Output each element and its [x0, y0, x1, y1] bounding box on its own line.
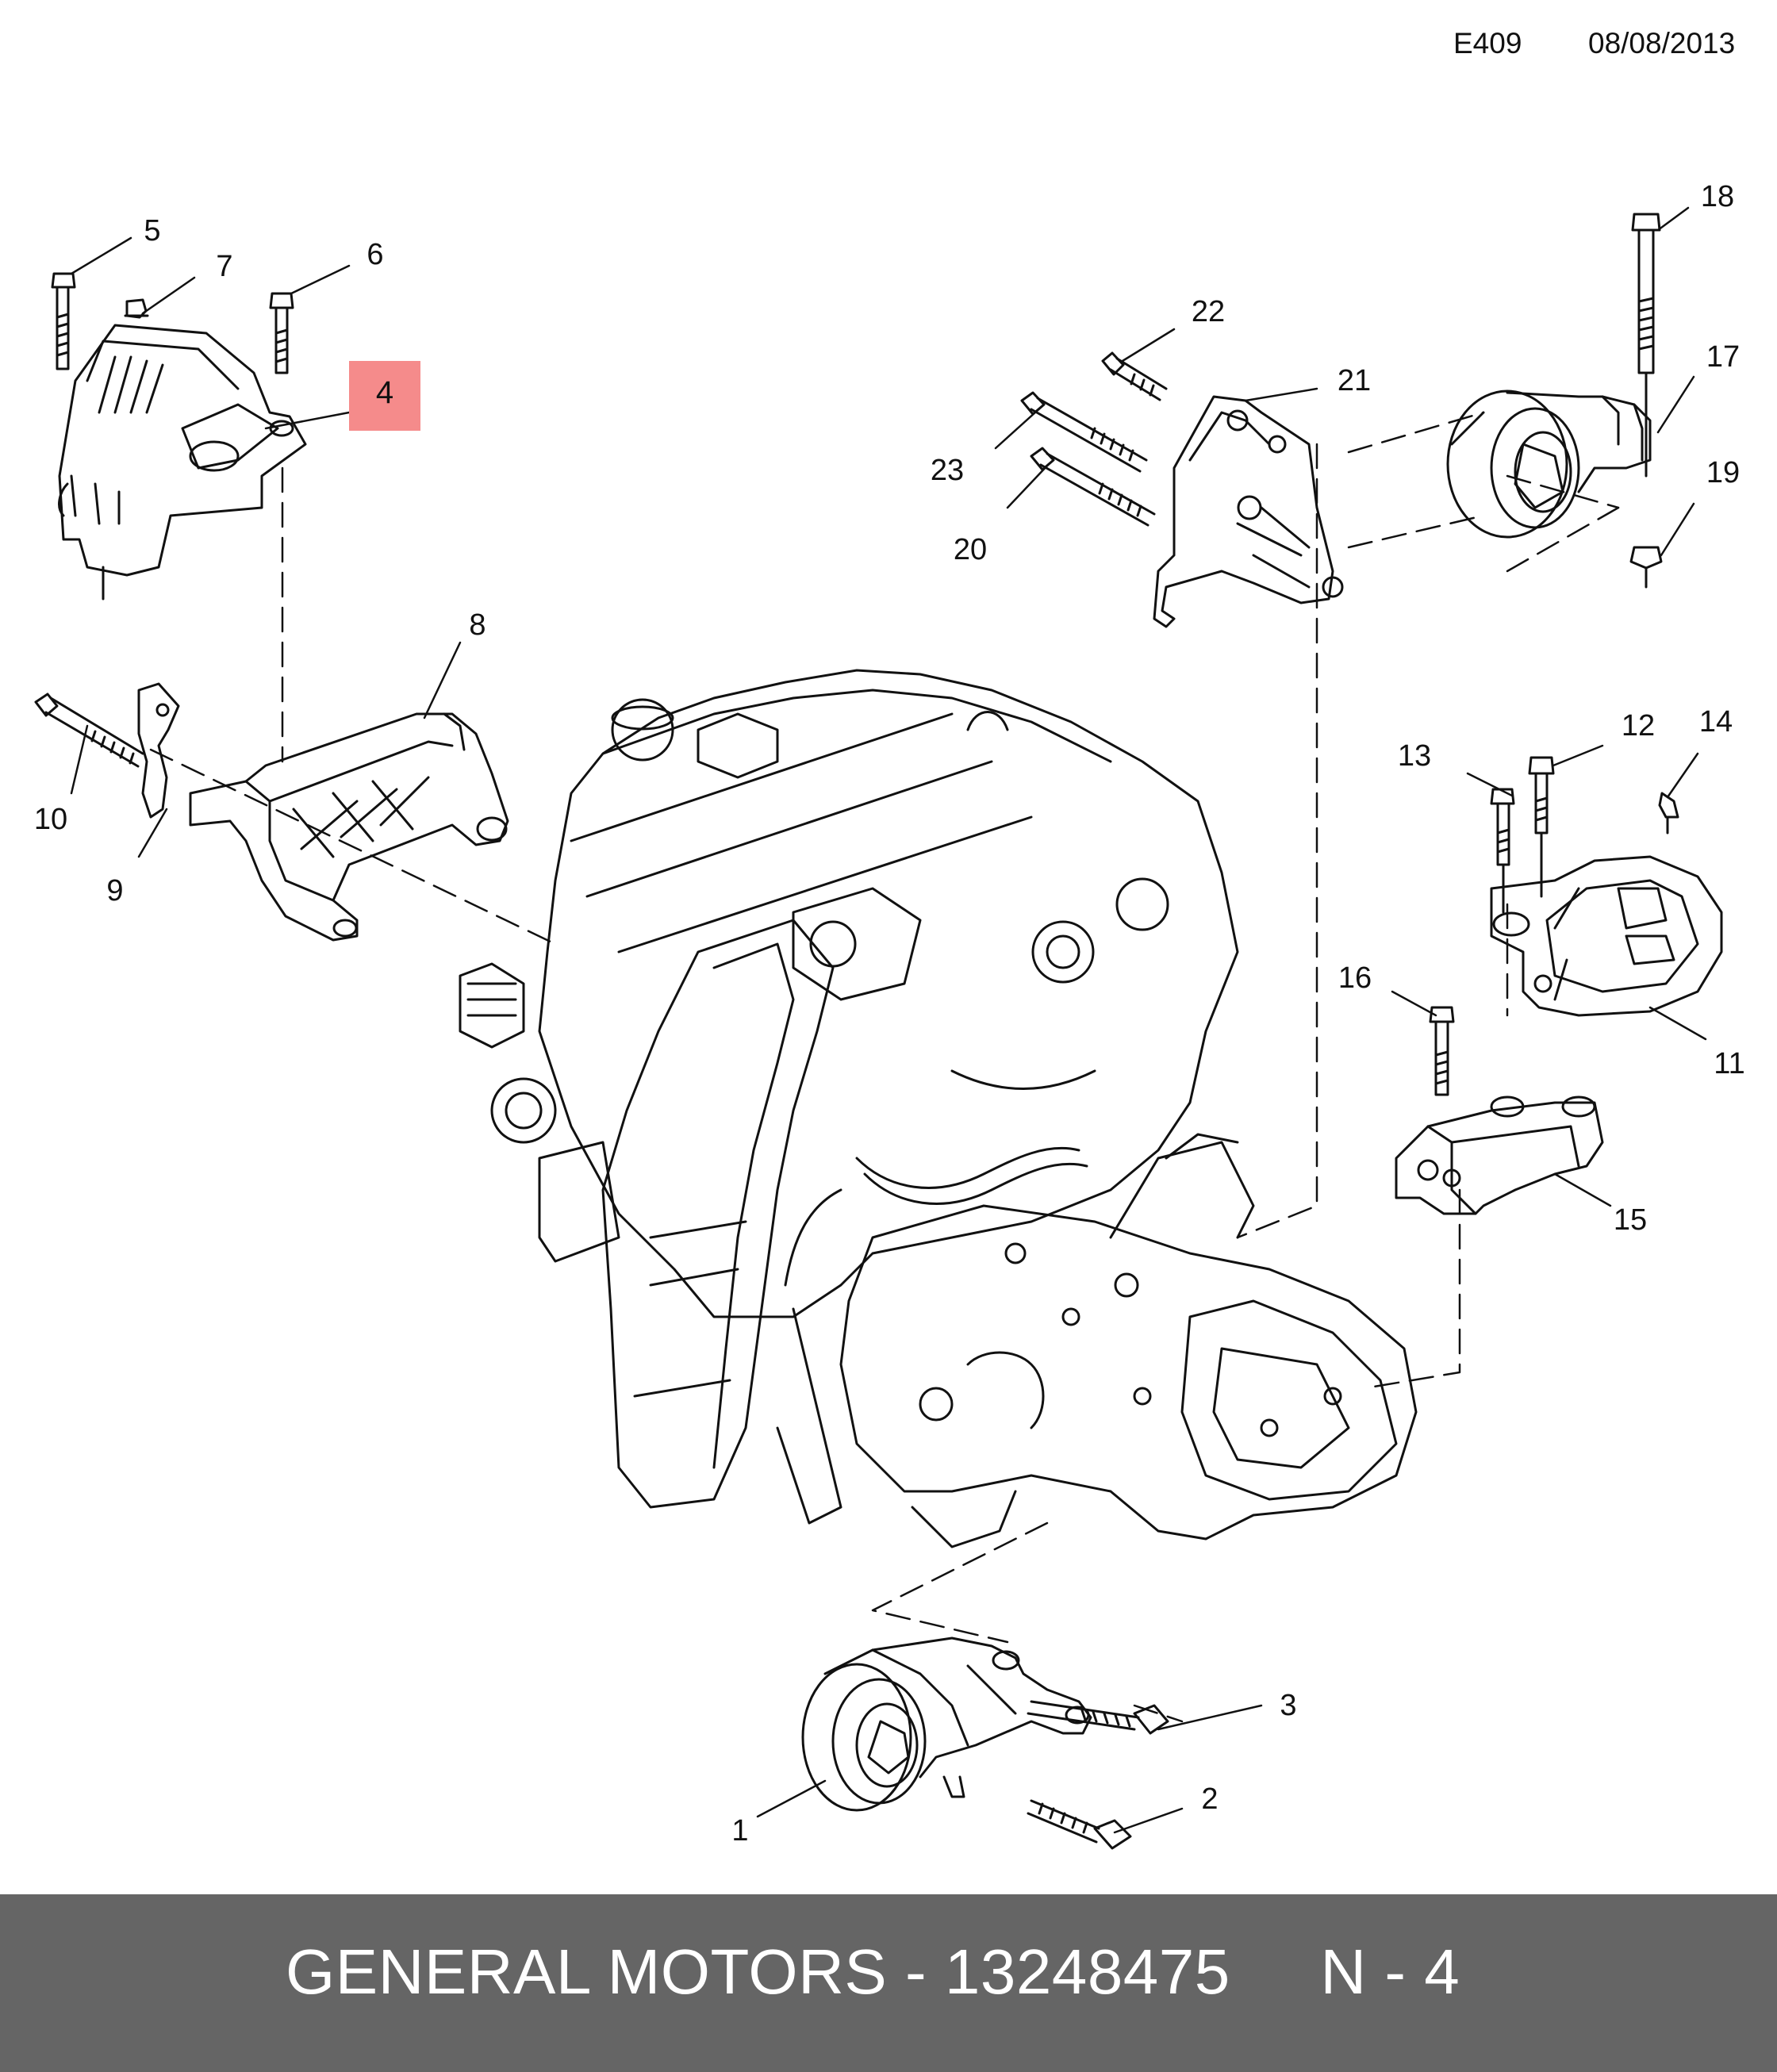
bolt-part-23 [1020, 391, 1148, 473]
bolt-part-22 [1101, 351, 1168, 401]
bolt-part-10 [34, 693, 144, 768]
callout-leader-lines [70, 206, 1707, 1834]
callout-21: 21 [1338, 364, 1371, 397]
bolt-part-5 [51, 272, 76, 370]
callout-2: 2 [1201, 1782, 1218, 1816]
callout-3: 3 [1280, 1689, 1296, 1722]
callout-19: 19 [1706, 456, 1740, 489]
callout-7: 7 [216, 250, 232, 283]
exploded-engine-mount-diagram: 4 5 7 6 8 10 9 22 21 23 20 18 17 19 12 1… [34, 180, 1745, 1850]
callout-15: 15 [1614, 1203, 1647, 1237]
engine-bracket-part-8 [189, 712, 509, 942]
callout-4: 4 [376, 375, 393, 410]
footer-banner: GENERAL MOTORS - 13248475 N - 4 [0, 1894, 1777, 2072]
callout-16: 16 [1338, 961, 1372, 995]
bolt-part-6 [269, 292, 294, 374]
assembly-guide-lines [149, 411, 1620, 1723]
callout-13: 13 [1398, 739, 1431, 773]
diagram-code: E409 [1453, 27, 1522, 59]
callout-5: 5 [144, 214, 160, 247]
bolt-part-2 [1027, 1799, 1132, 1850]
callout-18: 18 [1701, 180, 1734, 213]
callout-14: 14 [1699, 705, 1733, 739]
transmission-mount-part-17 [1446, 389, 1652, 539]
callout-11: 11 [1714, 1047, 1744, 1080]
engine-assembly [459, 669, 1418, 1548]
bracket-part-15 [1395, 1095, 1604, 1215]
callout-9: 9 [106, 874, 123, 907]
bolt-part-18 [1631, 213, 1661, 478]
engine-mount-part-4 [58, 324, 307, 600]
bolt-part-13 [1490, 788, 1515, 914]
callout-17: 17 [1706, 340, 1740, 374]
diagram-date: 08/08/2013 [1588, 27, 1736, 59]
bolt-part-20 [1030, 447, 1156, 527]
bolt-part-12 [1528, 756, 1555, 898]
bolt-part-3 [1027, 1700, 1169, 1735]
callout-1: 1 [731, 1814, 748, 1848]
transmission-mount-part-11 [1490, 855, 1723, 1017]
nut-part-19 [1629, 546, 1663, 589]
nut-part-7 [124, 298, 149, 319]
bracket-part-21 [1153, 395, 1344, 628]
callout-10: 10 [34, 803, 67, 836]
callout-8: 8 [469, 608, 486, 642]
callout-23: 23 [931, 454, 964, 487]
bracket-part-9 [137, 682, 180, 819]
footer-part-number: GENERAL MOTORS - 13248475 N - 4 [286, 1936, 1460, 2007]
callout-12: 12 [1622, 709, 1655, 742]
callout-20: 20 [954, 533, 987, 566]
callout-6: 6 [367, 238, 383, 271]
clip-part-14 [1658, 792, 1679, 835]
highlight-box-part-4 [349, 361, 420, 431]
bolt-part-16 [1429, 1006, 1455, 1096]
callout-22: 22 [1192, 295, 1225, 328]
rear-mount-part-1 [801, 1636, 1092, 1812]
